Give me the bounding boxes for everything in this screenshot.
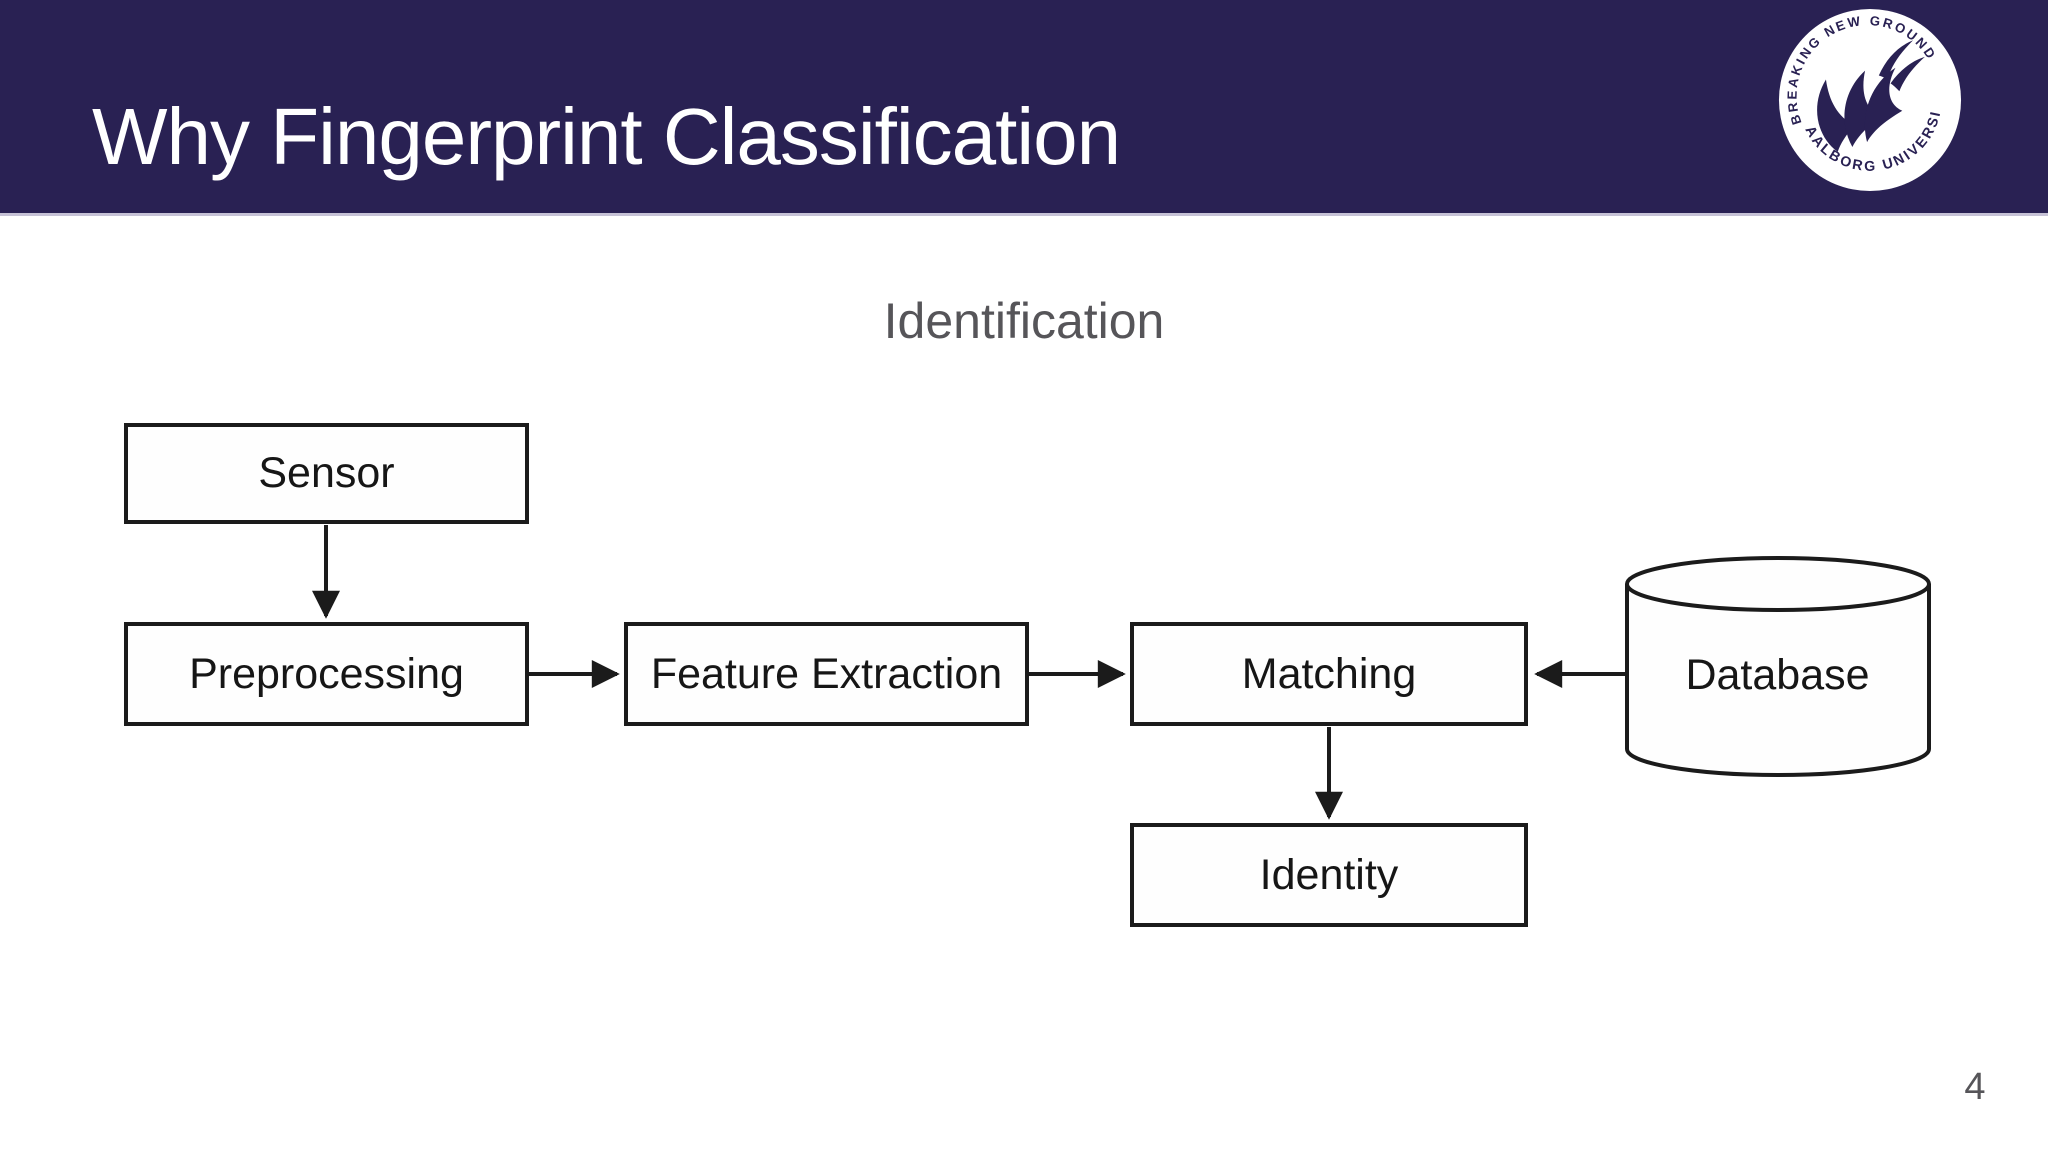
node-sensor: Sensor (124, 423, 529, 524)
node-preprocessing: Preprocessing (124, 622, 529, 726)
node-feature-extraction: Feature Extraction (624, 622, 1029, 726)
node-identity: Identity (1130, 823, 1528, 927)
slide-title: Why Fingerprint Classification (92, 91, 1121, 181)
node-matching-label: Matching (1241, 649, 1417, 698)
diagram-subtitle: Identification (883, 293, 1165, 349)
university-seal-icon: BREAKING NEW GROUND AALBORG UNIVERSITY (1771, 0, 1962, 192)
node-identity-label: Identity (1259, 850, 1399, 899)
header-divider-line (0, 213, 2048, 216)
node-preprocessing-label: Preprocessing (189, 649, 464, 698)
node-matching: Matching (1130, 622, 1528, 726)
node-feature-extraction-label: Feature Extraction (650, 649, 1003, 698)
header-bar: Why Fingerprint Classification BREAKING … (0, 0, 2048, 213)
logo-wave-mark-icon (1817, 40, 1925, 152)
node-sensor-label: Sensor (258, 449, 395, 497)
aalborg-university-logo: BREAKING NEW GROUND AALBORG UNIVERSITY (1771, 0, 1963, 193)
node-database-label: Database (1685, 650, 1870, 699)
page-number: 4 (1964, 1066, 1986, 1108)
database-cylinder-shape (1625, 556, 1931, 777)
